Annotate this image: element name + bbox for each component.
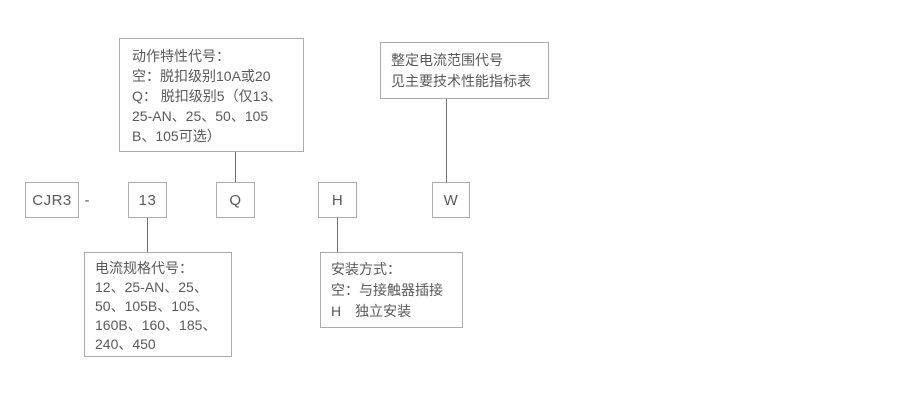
connector-h-to-mounting <box>337 218 338 252</box>
callout-text-line: 见主要技术性能指标表 <box>391 73 531 89</box>
callout-text-line: 50、105B、105、 <box>95 298 209 314</box>
connector-action-to-q <box>235 152 236 182</box>
callout-text-line: 160B、160、185、 <box>95 317 217 333</box>
code-box-setting-current: W <box>432 182 470 218</box>
code-box-mounting: H <box>318 182 357 218</box>
callout-text-line: H 独立安装 <box>331 303 412 319</box>
code-box-prefix: CJR3 <box>25 182 79 218</box>
callout-text-line: 安装方式： <box>331 261 401 277</box>
callout-text-line: 整定电流范围代号 <box>391 52 503 68</box>
connector-13-to-current-spec <box>147 218 148 252</box>
callout-setting-current-range: 整定电流范围代号 见主要技术性能指标表 <box>380 42 549 99</box>
callout-text-line: 240、450 <box>95 336 156 352</box>
callout-mounting-method: 安装方式： 空：与接触器插接 H 独立安装 <box>320 252 463 328</box>
callout-text-line: 电流规格代号： <box>95 260 193 276</box>
callout-text-line: Q： 脱扣级别5（仅13、 <box>132 88 283 104</box>
callout-current-spec: 电流规格代号： 12、25-AN、25、 50、105B、105、 160B、1… <box>84 252 232 357</box>
code-box-current-spec: 13 <box>128 182 167 218</box>
callout-text-line: 空：脱扣级别10A或20 <box>132 68 271 84</box>
code-box-action-characteristic: Q <box>216 182 255 218</box>
code-separator-dash: - <box>84 191 90 209</box>
callout-text-line: 空：与接触器插接 <box>331 282 443 298</box>
callout-text-line: 25-AN、25、50、105 <box>132 108 269 124</box>
callout-text-line: 动作特性代号： <box>132 48 230 64</box>
callout-action-characteristic: 动作特性代号： 空：脱扣级别10A或20 Q： 脱扣级别5（仅13、 25-AN… <box>119 38 304 152</box>
connector-setting-to-w <box>446 99 447 182</box>
callout-text-line: 12、25-AN、25、 <box>95 279 208 295</box>
callout-text-line: B、105可选） <box>132 128 221 144</box>
